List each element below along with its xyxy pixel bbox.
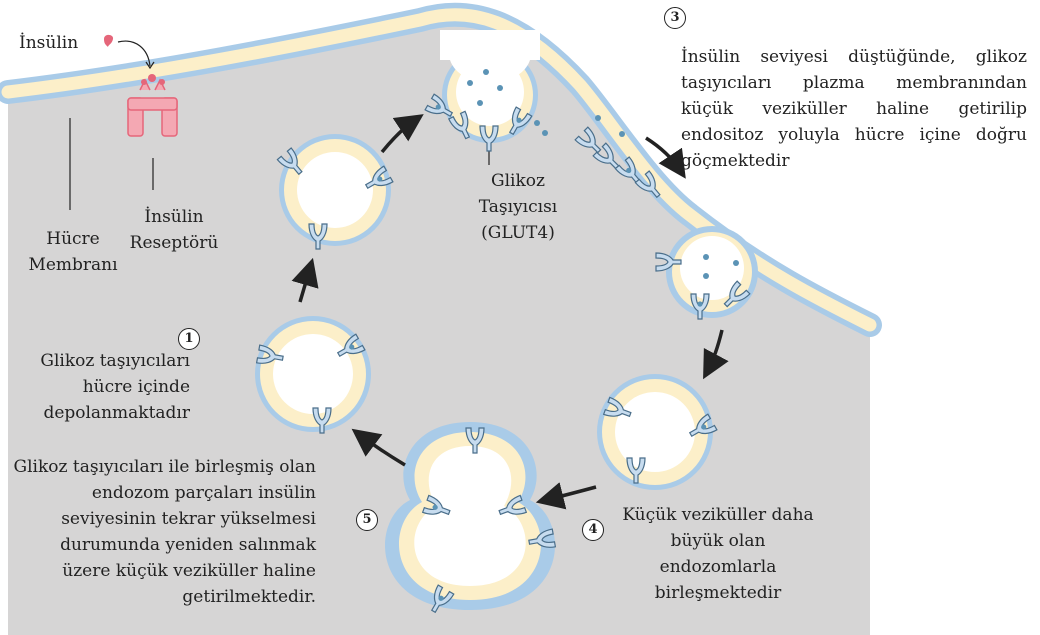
endosome [385,422,555,610]
step-4-marker: 4 [582,519,604,541]
step-3-text: İnsülin seviyesi düştüğünde, glikoz taşı… [681,44,1027,174]
glut4-label: Glikoz Taşıyıcısı (GLUT4) [472,168,564,246]
step-1-marker: 1 [178,328,200,350]
vesicle-top [279,134,391,246]
step-5-text: Glikoz taşıyıcıları ile birleşmiş olan e… [10,454,316,610]
insulin-receptor-label: İnsülin Reseptörü [128,204,220,256]
endocytic-pit [666,226,758,318]
step-3-marker: 3 [664,7,686,29]
insulin-label: İnsülin [19,30,78,56]
step-1-text: Glikoz taşıyıcıları hücre içinde depolan… [12,348,190,426]
cell-membrane-label: Hücre Membranı [18,226,128,278]
step-5-marker: 5 [356,509,378,531]
step-4-text: Küçük veziküller daha büyük olan endozom… [618,502,818,606]
